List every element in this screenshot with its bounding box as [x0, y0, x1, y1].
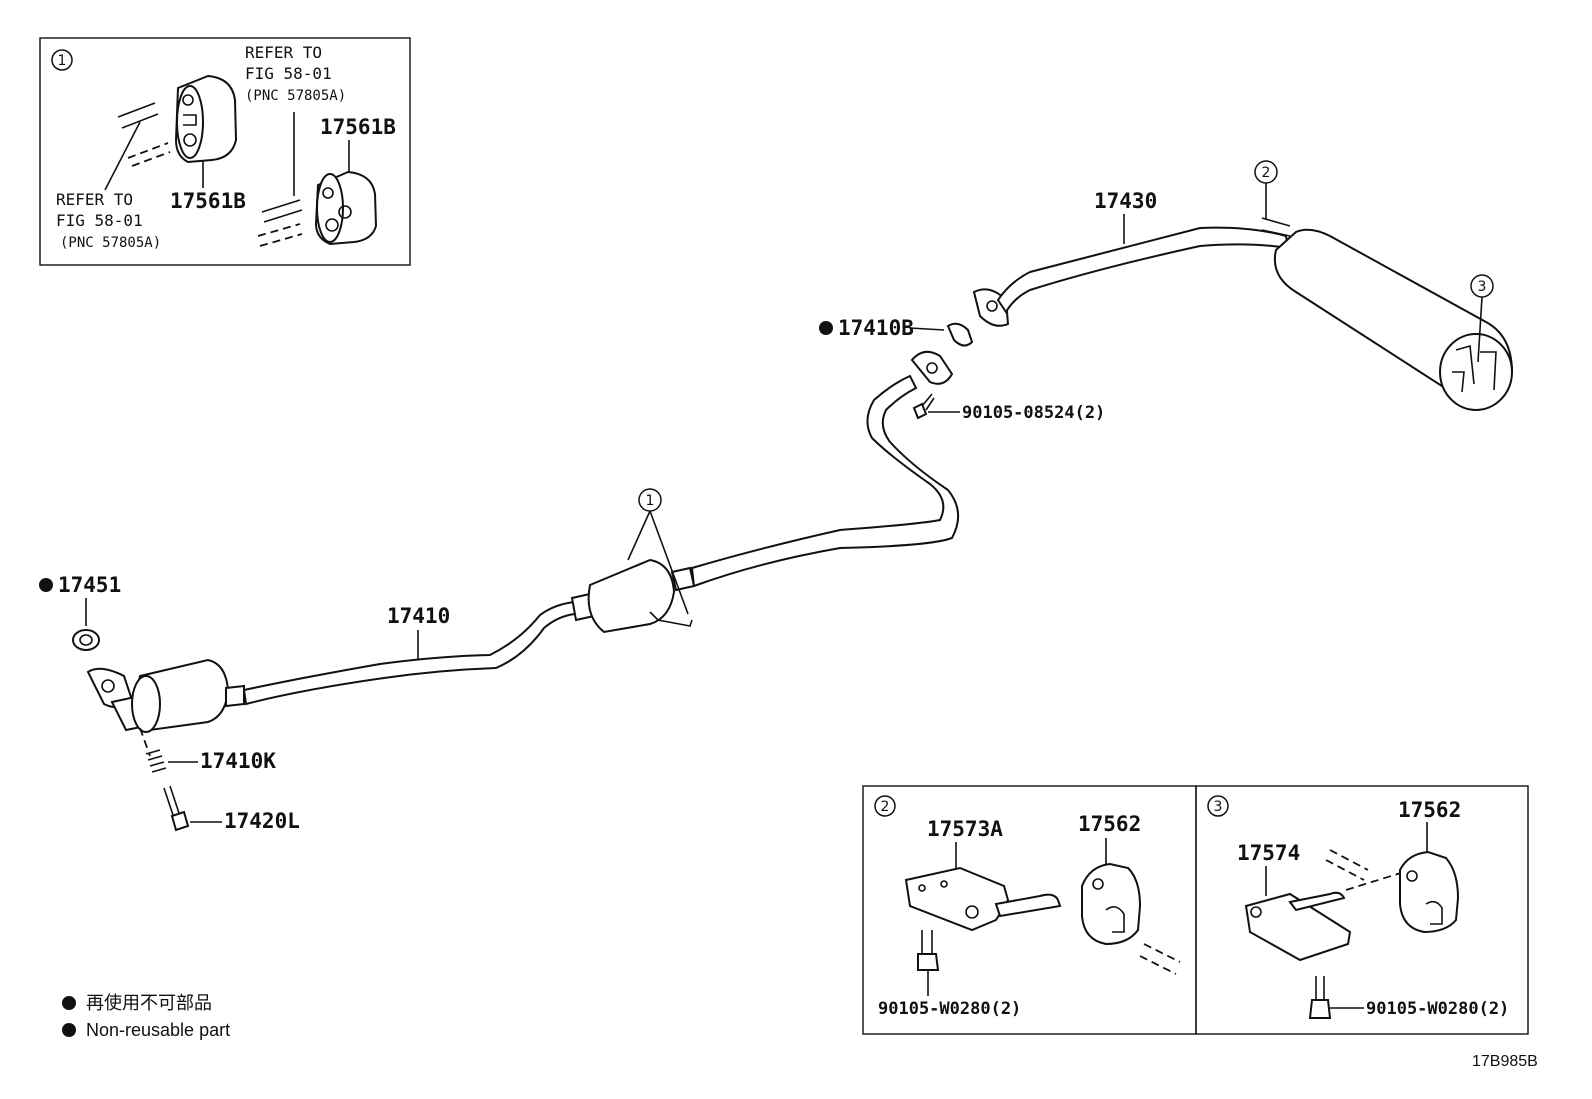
inset-3-bolt-label: 90105-W0280(2)	[1366, 999, 1509, 1019]
inset-3-bolt-shaft	[1288, 891, 1346, 912]
bolt-front: 17420L	[163, 785, 300, 833]
center-pipe	[690, 374, 959, 588]
inset-1-refer-left-line2: FIG 58-01	[56, 211, 143, 230]
inset-2-hanger-label: 17562	[1078, 812, 1141, 836]
label-17410: 17410	[387, 604, 450, 628]
inset-3-callout-label: 3	[1214, 799, 1223, 815]
callout-1-label: 1	[646, 493, 655, 509]
inset-2-bolt-label: 90105-W0280(2)	[878, 999, 1021, 1019]
inset-1-refer-top-line1: REFER TO	[245, 43, 322, 62]
inset-1-frame	[39, 37, 411, 266]
legend-dot-japanese	[62, 996, 76, 1010]
inset-3-bracket-label: 17574	[1237, 841, 1300, 865]
label-17420L: 17420L	[224, 809, 300, 833]
bolt-mid: 90105-08524(2)	[912, 393, 1105, 423]
callout-3-label: 3	[1478, 279, 1487, 295]
inset-1-callout-label: 1	[58, 53, 67, 69]
inset-1-refer-left-leader	[104, 121, 141, 191]
inset-2-bolt-shaft	[994, 893, 1062, 918]
legend-english: Non-reusable part	[86, 1020, 230, 1040]
inset-3-frame	[1195, 785, 1529, 1035]
inset-1-callout	[51, 49, 73, 71]
gasket-mid: 17410B	[819, 316, 974, 347]
exhaust-main: 17451 17410 1	[39, 160, 1514, 833]
inset-1-part-b-label: 17561B	[320, 115, 396, 139]
label-17410B: 17410B	[838, 316, 914, 340]
rubber-hanger-b	[314, 170, 378, 246]
inset-1-refer-left-line3: (PNC 57805A)	[60, 235, 161, 251]
non-reusable-dot-17451	[39, 578, 53, 592]
legend: 再使用不可部品 Non-reusable part	[62, 993, 230, 1040]
inset-2-callout	[874, 795, 896, 817]
inset-2-bracket-label: 17573A	[927, 817, 1003, 841]
gasket-front: 17451	[39, 573, 121, 651]
inset-1-part-a-label: 17561B	[170, 189, 246, 213]
label-17410K: 17410K	[200, 749, 276, 773]
rubber-hanger-a	[174, 74, 238, 164]
legend-dot-english	[62, 1023, 76, 1037]
inset-2: 2 17573A 17562 90105-W0280(2)	[862, 785, 1197, 1035]
inset-3-bracket	[1244, 892, 1352, 962]
callout-2-label: 2	[1262, 165, 1271, 181]
tail-pipe-muffler	[972, 217, 1514, 411]
label-17430: 17430	[1094, 189, 1157, 213]
figure-code: 17B985B	[1472, 1053, 1538, 1070]
inset-3-hanger-label: 17562	[1398, 798, 1461, 822]
spring: 17410K	[139, 727, 276, 773]
inset-1-refer-top-line3: (PNC 57805A)	[245, 88, 346, 104]
inset-1-refer-left-line1: REFER TO	[56, 190, 133, 209]
inset-2-hanger	[1081, 862, 1142, 946]
inset-1-refer-top-line2: FIG 58-01	[245, 64, 332, 83]
inset-2-bracket	[904, 866, 1010, 932]
mid-catalyst	[570, 558, 696, 634]
inset-3-callout	[1207, 795, 1229, 817]
mid-flange	[910, 350, 954, 385]
legend-japanese: 再使用不可部品	[86, 993, 212, 1013]
inset-1: 1 REFER TO FIG 58-01 (PNC 57805A) REFER …	[39, 37, 411, 266]
front-catalyst	[86, 658, 245, 733]
inset-3-hanger	[1399, 850, 1460, 934]
non-reusable-dot-17410B	[819, 321, 833, 335]
label-17451: 17451	[58, 573, 121, 597]
inset-2-callout-label: 2	[881, 799, 890, 815]
label-90105-08524: 90105-08524(2)	[962, 403, 1105, 423]
inset-3: 3 17574 17562 90105-W0280(2)	[1195, 785, 1529, 1035]
